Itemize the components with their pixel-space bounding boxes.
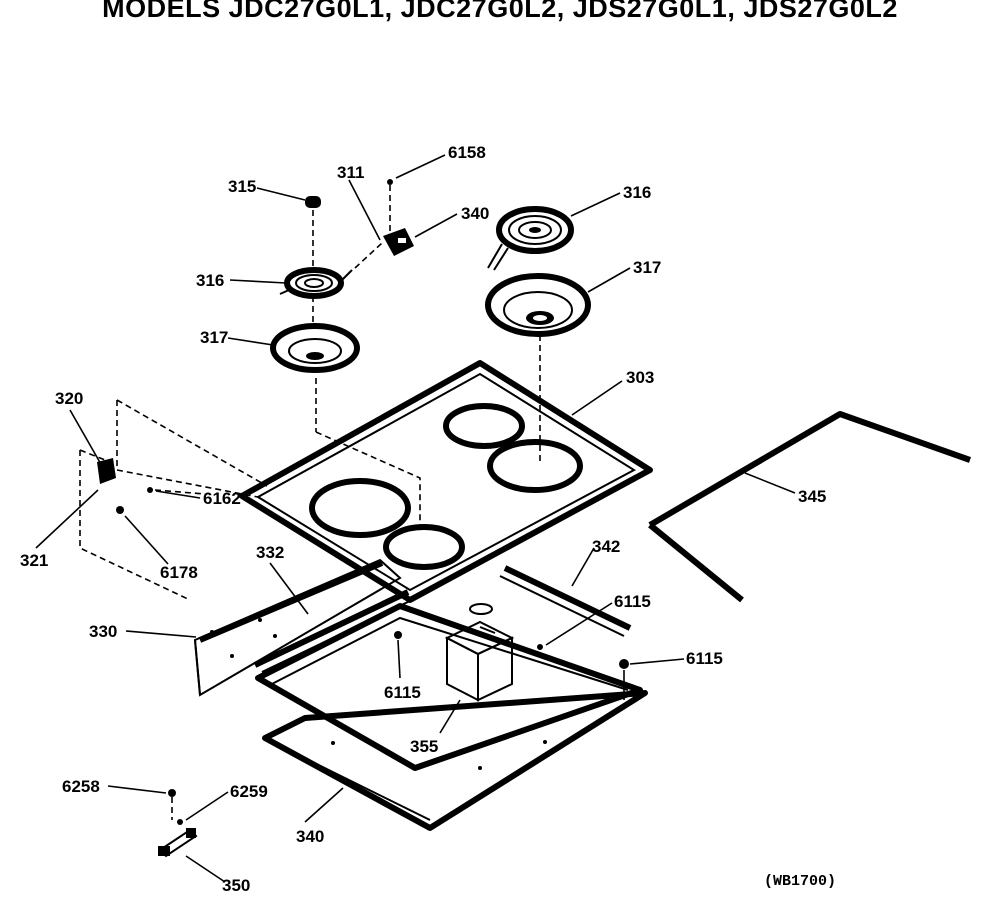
junction-box [444,603,515,702]
part-label-332: 332 [256,543,284,562]
drip-pan-317-right [485,273,591,337]
part-label-340-bottom: 340 [296,827,324,846]
page-title: MODELS JDC27G0L1, JDC27G0L2, JDS27G0L1, … [102,0,898,23]
part-label-316-left: 316 [196,271,224,290]
drip-pan-317-left [270,323,360,373]
part-label-6258: 6258 [62,777,100,796]
part-label-345: 345 [798,487,826,506]
part-label-6115-far-right: 6115 [686,649,723,668]
part-label-303: 303 [626,368,654,387]
support-frame [193,558,643,771]
part-label-6162: 6162 [203,489,241,508]
bottom-tray [262,690,648,831]
knob-cap-315 [305,196,321,208]
part-label-340-top: 340 [461,204,489,223]
reference-code: (WB1700) [764,873,836,890]
part-label-311: 311 [337,163,364,182]
part-label-315: 315 [228,177,256,196]
wire-harness [648,411,972,528]
part-label-330: 330 [89,622,117,641]
hinge-clip [158,789,198,858]
part-label-6115-center: 6115 [384,683,421,702]
part-label-342: 342 [592,537,620,556]
cooktop-panel [239,360,653,603]
part-label-6115-right: 6115 [614,592,651,611]
left-burner-assembly [270,196,421,530]
surface-unit-316-left [279,267,353,299]
part-label-6158: 6158 [448,143,486,162]
part-label-321: 321 [20,551,48,570]
part-label-317-left: 317 [200,328,228,347]
part-label-316-right: 316 [623,183,651,202]
part-label-317-right: 317 [633,258,661,277]
part-label-6178: 6178 [160,563,198,582]
leader-lines [35,154,796,883]
right-burner-assembly [485,206,591,464]
wire-harness-tail [648,522,744,603]
control-bracket [79,399,268,601]
part-label-6259: 6259 [230,782,268,801]
terminal-block [354,179,414,269]
surface-unit-316-right [487,206,574,271]
part-label-320: 320 [55,389,83,408]
part-label-355: 355 [410,737,438,756]
part-label-350: 350 [222,876,250,895]
